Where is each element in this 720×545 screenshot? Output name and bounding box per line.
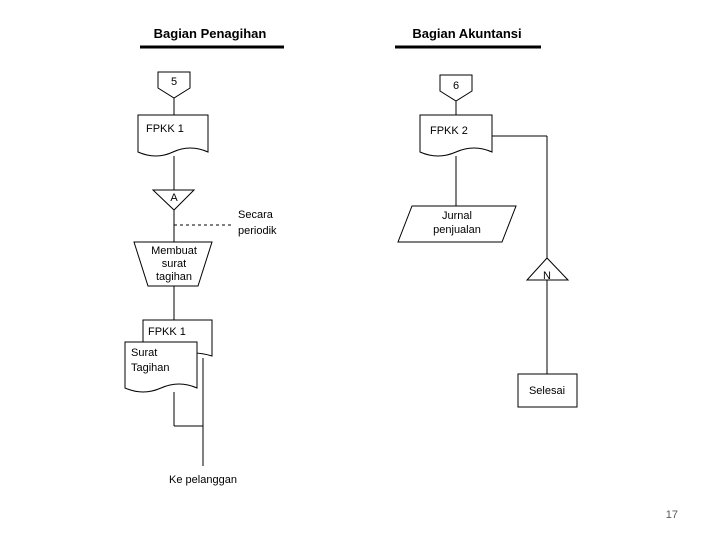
annotation-line-2: periodik [238,225,277,237]
offpage-connector-6: 6 [439,74,473,102]
journal-line-1: Jurnal [442,210,472,222]
document-fpkk-2-label: FPKK 2 [430,125,468,137]
annotation-periodik: Secara periodik [238,209,277,237]
header-right-title: Bagian Akuntansi [412,26,521,41]
header-left: Bagian Penagihan [140,26,284,49]
file-n-label: N [543,270,551,282]
connector-5-label: 5 [171,76,177,88]
connector-6-label: 6 [453,80,459,92]
header-right: Bagian Akuntansi [395,26,541,49]
document-fpkk-1-label: FPKK 1 [146,123,184,135]
document-fpkk-1-copy-label: FPKK 1 [148,326,186,338]
document-fpkk-2: FPKK 2 [419,114,493,157]
manual-operation: Membuat surat tagihan [133,241,213,287]
annotation-line-1: Secara [238,209,274,221]
connector-a-label: A [170,192,178,204]
journal-line-2: penjualan [433,224,481,236]
header-left-title: Bagian Penagihan [154,26,267,41]
document-surat-tagihan: Surat Tagihan [124,341,198,393]
surat-tagihan-line-2: Tagihan [131,362,170,374]
document-fpkk-1: FPKK 1 [137,114,209,157]
page-number: 17 [666,509,678,521]
manual-op-line-2: surat [162,258,186,270]
destination-label: Ke pelanggan [169,474,237,486]
file-n: N [525,257,570,282]
terminator-label: Selesai [529,385,565,397]
manual-op-line-1: Membuat [151,245,197,257]
journal-penjualan: Jurnal penjualan [397,205,517,243]
manual-op-line-3: tagihan [156,271,192,283]
surat-tagihan-line-1: Surat [131,347,157,359]
terminator-selesai: Selesai [517,373,578,408]
connector-a: A [151,189,196,211]
offpage-connector-5: 5 [157,71,191,99]
